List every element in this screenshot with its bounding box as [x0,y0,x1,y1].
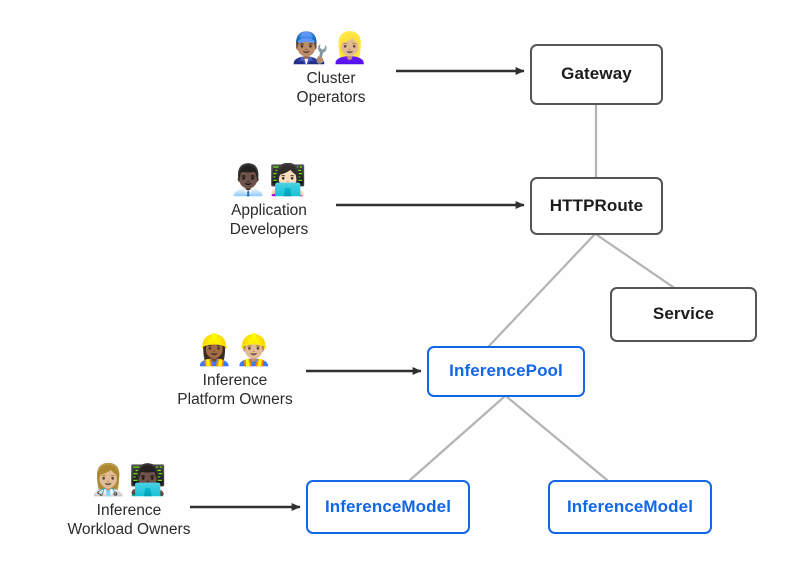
persona-cluster-operators: 👨🏽‍🔧👱🏼‍♀️ Cluster Operators [236,32,426,107]
cluster-operators-avatars: 👨🏽‍🔧👱🏼‍♀️ [291,31,371,66]
persona-inference-workload-owners-label: Inference Workload Owners [67,502,191,538]
edge-httproute-inferencepool [487,233,596,348]
node-httproute[interactable]: HTTPRoute [530,177,663,235]
node-inferencemodel-left-label: InferenceModel [324,496,452,516]
node-service[interactable]: Service [610,287,757,342]
edge-inferencepool-inferencemodel-right [505,395,609,482]
persona-inference-platform-owners-label: Inference Platform Owners [177,372,293,408]
node-inferencemodel-right[interactable]: InferenceModel [548,480,712,534]
edge-httproute-service [595,233,675,289]
persona-inference-workload-owners: 👩🏼‍⚕️👨🏿‍💻 Inference Workload Owners [34,464,224,539]
edge-inferencepool-inferencemodel-left [408,395,506,482]
persona-inference-platform-owners: 👷🏾‍♀️👷🏼‍♂️ Inference Platform Owners [140,334,330,409]
persona-cluster-operators-label: Cluster Operators [296,70,366,106]
node-service-label: Service [652,304,715,324]
node-inferencepool[interactable]: InferencePool [427,346,585,397]
node-gateway[interactable]: Gateway [530,44,663,105]
inference-platform-owners-avatars: 👷🏾‍♀️👷🏼‍♂️ [195,333,275,368]
inference-workload-owners-avatars: 👩🏼‍⚕️👨🏿‍💻 [89,463,169,498]
persona-application-developers: 👨🏿‍💼👩🏻‍💻 Application Developers [174,164,364,239]
node-gateway-label: Gateway [561,64,632,84]
application-developers-avatars: 👨🏿‍💼👩🏻‍💻 [229,163,309,198]
node-inferencemodel-right-label: InferenceModel [566,496,694,516]
node-inferencemodel-left[interactable]: InferenceModel [306,480,470,534]
persona-application-developers-label: Application Developers [229,202,309,238]
node-inferencepool-label: InferencePool [449,361,563,381]
node-httproute-label: HTTPRoute [549,195,644,215]
